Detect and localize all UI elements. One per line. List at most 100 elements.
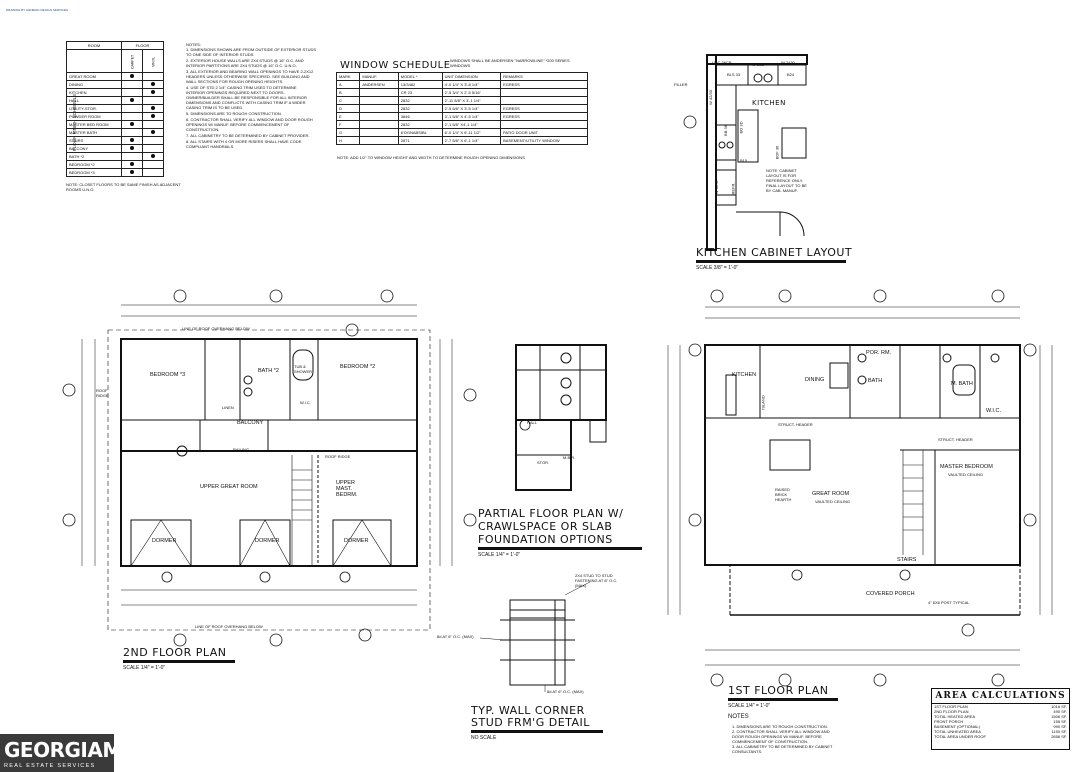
floor-finish-carpet-cell <box>121 72 143 81</box>
finish-mark-icon <box>130 122 134 126</box>
first-floor-note-item: 1. DIMENSIONS ARE TO ROUGH CONSTRUCTION. <box>732 724 828 729</box>
window-schedule-col: REMARKS <box>500 72 588 81</box>
kitchen-room-label: KITCHEN <box>752 99 786 107</box>
window-cell <box>359 120 399 129</box>
first-floor-room-stairs: STAIRS <box>897 557 917 563</box>
kitchen-cabinet-drawing <box>706 54 808 251</box>
window-cell: 3846 <box>397 112 443 121</box>
kitchen-label-w36b: W 36 B <box>714 180 720 195</box>
wall-detail-callout-1: 2X4 STUD TO STUD FASTENING AT 8" O.C. (M… <box>575 573 618 588</box>
finish-mark-icon <box>130 98 134 102</box>
floor-finish-row: UTILITY-STOR. <box>66 104 164 113</box>
floor-finish-vinyl-cell <box>142 160 164 169</box>
georgiamls-logo: GEORGIAMLS REAL ESTATE SERVICES <box>0 734 148 772</box>
window-schedule-title: WINDOW SCHEDULE <box>340 60 451 71</box>
floor-finish-room: GREAT ROOM <box>66 72 122 81</box>
floor-finish-carpet-cell <box>121 144 143 153</box>
general-note-item: 5. DIMENSIONS ARE TO ROUGH CONSTRUCTION. <box>186 111 282 116</box>
area-value: 155 SF. <box>1053 719 1067 724</box>
floor-finish-sub-vinyl: VINYL <box>142 49 164 73</box>
first-floor-note-post: 4" 6X6 POST TYPICAL <box>928 600 970 605</box>
finish-mark-icon <box>130 162 134 166</box>
first-floor-room-kitchen: KITCHEN <box>732 372 757 378</box>
window-cell: 4'-0 1/4" X 3'-8 1/4" <box>441 80 502 89</box>
finish-mark-icon <box>130 146 134 150</box>
floor-finish-col-floor: FLOOR <box>121 41 164 50</box>
first-floor-room-bath: BATH <box>868 378 883 384</box>
floor-finish-vinyl-cell <box>142 120 164 129</box>
second-floor-note-overhang-bottom: LINE OF ROOF OVERHANG BELOW <box>195 624 263 629</box>
first-floor-room-master: MASTER BEDROOM <box>940 464 993 470</box>
floor-finish-row: BEDROOM *2 <box>66 160 164 169</box>
first-floor-scale: SCALE 1/4" = 1'-0" <box>728 703 771 709</box>
floor-finish-row: HALL <box>66 96 164 105</box>
kitchen-label-w4230: W 42/30 <box>707 90 713 105</box>
window-cell <box>500 96 588 105</box>
floor-finish-carpet-cell <box>121 88 143 97</box>
wall-detail-title-underline <box>471 730 603 733</box>
first-floor-title: 1ST FLOOR PLAN <box>728 684 829 697</box>
second-floor-note-railing: RAILING <box>233 447 250 452</box>
window-cell: PATIO DOOR UNIT <box>500 128 588 137</box>
window-cell <box>359 88 399 97</box>
finish-mark-icon <box>151 90 155 94</box>
window-cell <box>359 96 399 105</box>
floor-finish-carpet-cell <box>121 80 143 89</box>
wall-detail-title-line2: STUD FRM'G DETAIL <box>471 716 590 729</box>
window-cell: 2'-7 5/8" X 6'-1 1/4" <box>441 136 502 145</box>
window-cell: 2832 <box>397 104 443 113</box>
floor-finish-vinyl-cell <box>142 80 164 89</box>
floor-finish-vinyl-cell <box>142 144 164 153</box>
window-cell: EGRESS <box>500 80 588 89</box>
floor-finish-vinyl-cell <box>142 72 164 81</box>
floor-finish-room: BATH *2 <box>66 152 122 161</box>
floor-finish-vinyl-cell <box>142 168 164 177</box>
window-cell: 2871 <box>397 136 443 145</box>
area-label: TOTAL AREA UNDER ROOF <box>934 734 986 739</box>
kitchen-label-ubc: UBC 36CB <box>712 60 732 65</box>
partial-plan-label-mbr: M.B.R. <box>563 455 576 460</box>
floor-finish-col-room: ROOM <box>66 41 122 50</box>
floor-finish-carpet-cell <box>121 112 143 121</box>
general-notes: NOTES: 1. DIMENSIONS SHOWN ARE FROM OUTS… <box>186 42 316 150</box>
general-note-item: 4. USE OF STD 2 1/4" CASING TRIM USED TO… <box>186 85 307 110</box>
partial-plan-label-hall: HALL <box>527 420 538 425</box>
floor-finish-carpet-cell <box>121 160 143 169</box>
second-floor-room-wic: W.I.C. <box>300 400 311 405</box>
window-cell: 6'OGNABSIBL <box>397 128 443 137</box>
partial-plan-drawing <box>515 344 607 491</box>
floor-finish-row: DINING <box>66 80 164 89</box>
second-floor-room-bath2: BATH *2 <box>258 368 279 374</box>
finish-mark-icon <box>151 154 155 158</box>
second-floor-room-tub: TUB & SHOWER <box>294 364 312 374</box>
floor-finish-room: BALCONY <box>66 144 122 153</box>
second-floor-room-upper-great: UPPER GREAT ROOM <box>200 484 258 490</box>
second-floor-note-ridge-right: ROOF RIDGE <box>325 454 351 459</box>
finish-mark-icon <box>151 106 155 110</box>
first-floor-room-porch: COVERED PORCH <box>866 591 915 597</box>
first-floor-note-item: 2. CONTRACTOR SHALL VERIFY ALL WINDOW AN… <box>732 729 830 744</box>
area-value: 2656 SF. <box>1051 734 1067 739</box>
window-schedule-col: MARK <box>335 72 361 81</box>
area-row: TOTAL AREA UNDER ROOF 2656 SF. <box>932 734 1069 739</box>
first-floor-note-item: 3. ALL CABINETRY TO BE DETERMINED BY CAB… <box>732 744 833 754</box>
kitchen-label-bo3d: BO 3D <box>738 121 744 134</box>
area-value: 990 SF. <box>1053 724 1067 729</box>
floor-finish-room: UTILITY-STOR. <box>66 104 122 113</box>
window-cell <box>359 136 399 145</box>
first-floor-room-island: ISLAND <box>760 395 766 410</box>
floor-finish-row: STAIRS <box>66 136 164 145</box>
area-value: 1016 SF. <box>1051 704 1067 709</box>
first-floor-room-great: GREAT ROOM <box>812 491 850 497</box>
window-schedule-col: UNIT DIMENSION <box>441 72 502 81</box>
floor-finish-vinyl-cell <box>142 88 164 97</box>
floor-finish-room: MASTER BATH <box>66 128 122 137</box>
